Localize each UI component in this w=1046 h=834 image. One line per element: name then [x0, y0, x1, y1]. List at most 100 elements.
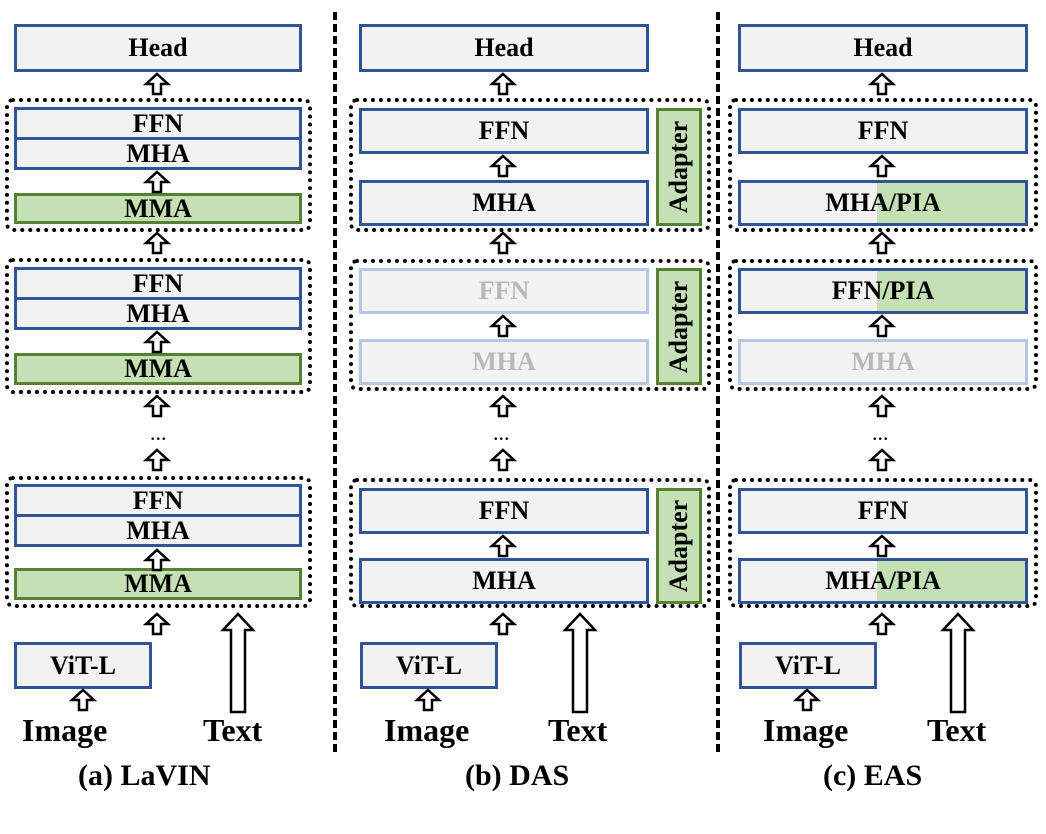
head-box: Head [359, 24, 649, 72]
mha-box-frozen: MHA [359, 339, 649, 385]
up-arrow-icon-shape [868, 231, 896, 255]
up-arrow-icon-shape [143, 231, 171, 255]
ellipsis: ... [493, 420, 510, 445]
vit-box: ViT-L [14, 642, 152, 689]
mha-box-frozen: MHA [738, 339, 1028, 385]
ffn-label: FFN [132, 485, 184, 515]
up-arrow-icon-shape [489, 231, 517, 255]
layer-group [5, 98, 312, 232]
up-arrow-icon-shape [489, 612, 517, 636]
up-arrow-icon [489, 448, 517, 472]
mha-pia-label: MHA/PIA [825, 188, 941, 217]
up-arrow-icon-shape [489, 154, 517, 178]
ffn-box-frozen: FFN [359, 268, 649, 314]
up-arrow-icon-shape [868, 612, 896, 636]
adapter-box: Adapter [656, 488, 702, 604]
layer-group [349, 98, 711, 232]
up-arrow-icon [143, 548, 171, 572]
head-label: Head [128, 33, 188, 62]
ffn-box: FFN [359, 108, 649, 154]
mma-label: MMA [124, 354, 192, 383]
image-label: Image [384, 712, 470, 748]
vit-label: ViT-L [775, 650, 841, 680]
text-input-arrow-icon [940, 612, 976, 714]
text-input-arrow-icon-shape [940, 612, 976, 714]
ffn-label: FFN [478, 496, 530, 525]
panel-caption: (a) LaVIN [78, 759, 211, 792]
mma-box: MMA [14, 568, 302, 600]
up-arrow-icon [489, 534, 517, 558]
up-arrow-icon [414, 688, 442, 712]
adapter-label: Adapter [664, 120, 693, 214]
layer-group [349, 478, 711, 608]
vit-box: ViT-L [739, 642, 877, 689]
mha-box: MHA [359, 558, 649, 604]
up-arrow-icon [868, 314, 896, 338]
up-arrow-icon-shape [868, 394, 896, 418]
up-arrow-icon [143, 612, 171, 636]
layer-group [728, 259, 1038, 391]
vit-box: ViT-L [360, 642, 498, 689]
text-input-arrow-icon [220, 612, 256, 714]
up-arrow-icon-shape [868, 314, 896, 338]
ffn-box: FFN [14, 484, 302, 517]
up-arrow-icon-shape [143, 330, 171, 354]
panel-caption: (b) DAS [465, 759, 570, 792]
ffn-box: FFN [14, 107, 302, 140]
up-arrow-icon-shape [489, 394, 517, 418]
text-input-arrow-icon-shape [220, 612, 256, 714]
ffn-label: FFN [478, 276, 530, 305]
image-label: Image [22, 712, 108, 748]
up-arrow-icon [143, 394, 171, 418]
up-arrow-icon-shape [868, 448, 896, 472]
mha-label: MHA [126, 298, 190, 328]
mha-box: MHA [14, 297, 302, 330]
up-arrow-icon-shape [489, 72, 517, 96]
ellipsis: ... [872, 420, 889, 445]
text-label: Text [203, 712, 263, 748]
ffn-pia-box: FFN/PIA [738, 268, 1028, 314]
panel-separator [716, 12, 720, 752]
up-arrow-icon-shape [69, 688, 97, 712]
head-box: Head [14, 24, 302, 72]
mha-pia-box: MHA/PIA [738, 558, 1028, 604]
up-arrow-icon [868, 72, 896, 96]
pia-fill [877, 183, 1025, 223]
up-arrow-icon [868, 448, 896, 472]
layer-group [349, 259, 711, 391]
up-arrow-icon-shape [143, 448, 171, 472]
ffn-pia-label: FFN/PIA [831, 276, 935, 305]
mha-box: MHA [14, 137, 302, 170]
mha-label: MHA [472, 188, 536, 217]
text-input-arrow-icon-shape [562, 612, 598, 714]
mma-label: MMA [124, 569, 192, 598]
up-arrow-icon-shape [489, 534, 517, 558]
ffn-box: FFN [738, 488, 1028, 534]
up-arrow-icon [489, 72, 517, 96]
text-input-arrow-icon [562, 612, 598, 714]
up-arrow-icon-shape [793, 688, 821, 712]
adapter-box: Adapter [656, 108, 702, 226]
up-arrow-icon [868, 231, 896, 255]
up-arrow-icon [489, 612, 517, 636]
ffn-label: FFN [132, 108, 184, 138]
pia-fill [877, 561, 1025, 601]
layer-group [5, 476, 312, 608]
ffn-label: FFN [857, 496, 909, 525]
ffn-box: FFN [738, 108, 1028, 154]
mha-label: MHA [472, 566, 536, 595]
ffn-label: FFN [478, 116, 530, 145]
mha-box: MHA [359, 180, 649, 226]
up-arrow-icon [143, 72, 171, 96]
up-arrow-icon [143, 170, 171, 194]
up-arrow-icon [489, 394, 517, 418]
up-arrow-icon-shape [143, 548, 171, 572]
up-arrow-icon [69, 688, 97, 712]
head-box: Head [738, 24, 1028, 72]
vit-label: ViT-L [50, 650, 116, 680]
up-arrow-icon [143, 231, 171, 255]
up-arrow-icon-shape [143, 170, 171, 194]
pia-fill [877, 271, 1025, 311]
up-arrow-icon [868, 154, 896, 178]
adapter-label: Adapter [664, 499, 693, 593]
